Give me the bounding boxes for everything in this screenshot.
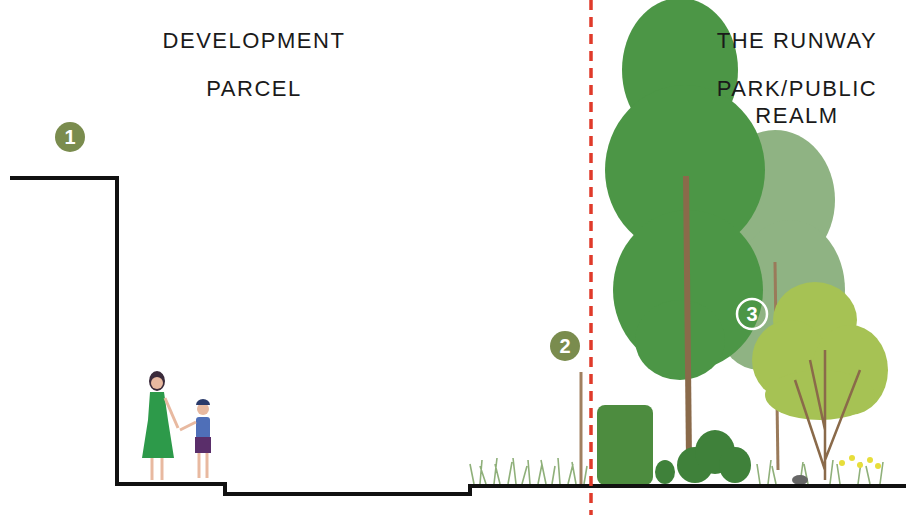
shrub bbox=[655, 430, 751, 484]
tree-small bbox=[752, 282, 888, 420]
people bbox=[142, 371, 211, 480]
callout-number: 1 bbox=[55, 125, 85, 149]
callout-circle bbox=[737, 299, 767, 329]
callout-number: 2 bbox=[550, 334, 580, 358]
hedge bbox=[597, 405, 653, 485]
region-heading: THE RUNWAY bbox=[692, 27, 902, 54]
flowers bbox=[839, 455, 881, 469]
region-heading: PARK/PUBLIC REALM bbox=[692, 75, 902, 129]
section-ground-line bbox=[10, 178, 906, 494]
region-heading: PARCEL bbox=[149, 75, 359, 102]
callout-number: 3 bbox=[737, 302, 767, 326]
callout-circle bbox=[550, 331, 580, 361]
region-heading: DEVELOPMENT bbox=[149, 27, 359, 54]
property-line bbox=[589, 0, 593, 515]
callout-circle bbox=[55, 122, 85, 152]
post bbox=[580, 372, 583, 484]
